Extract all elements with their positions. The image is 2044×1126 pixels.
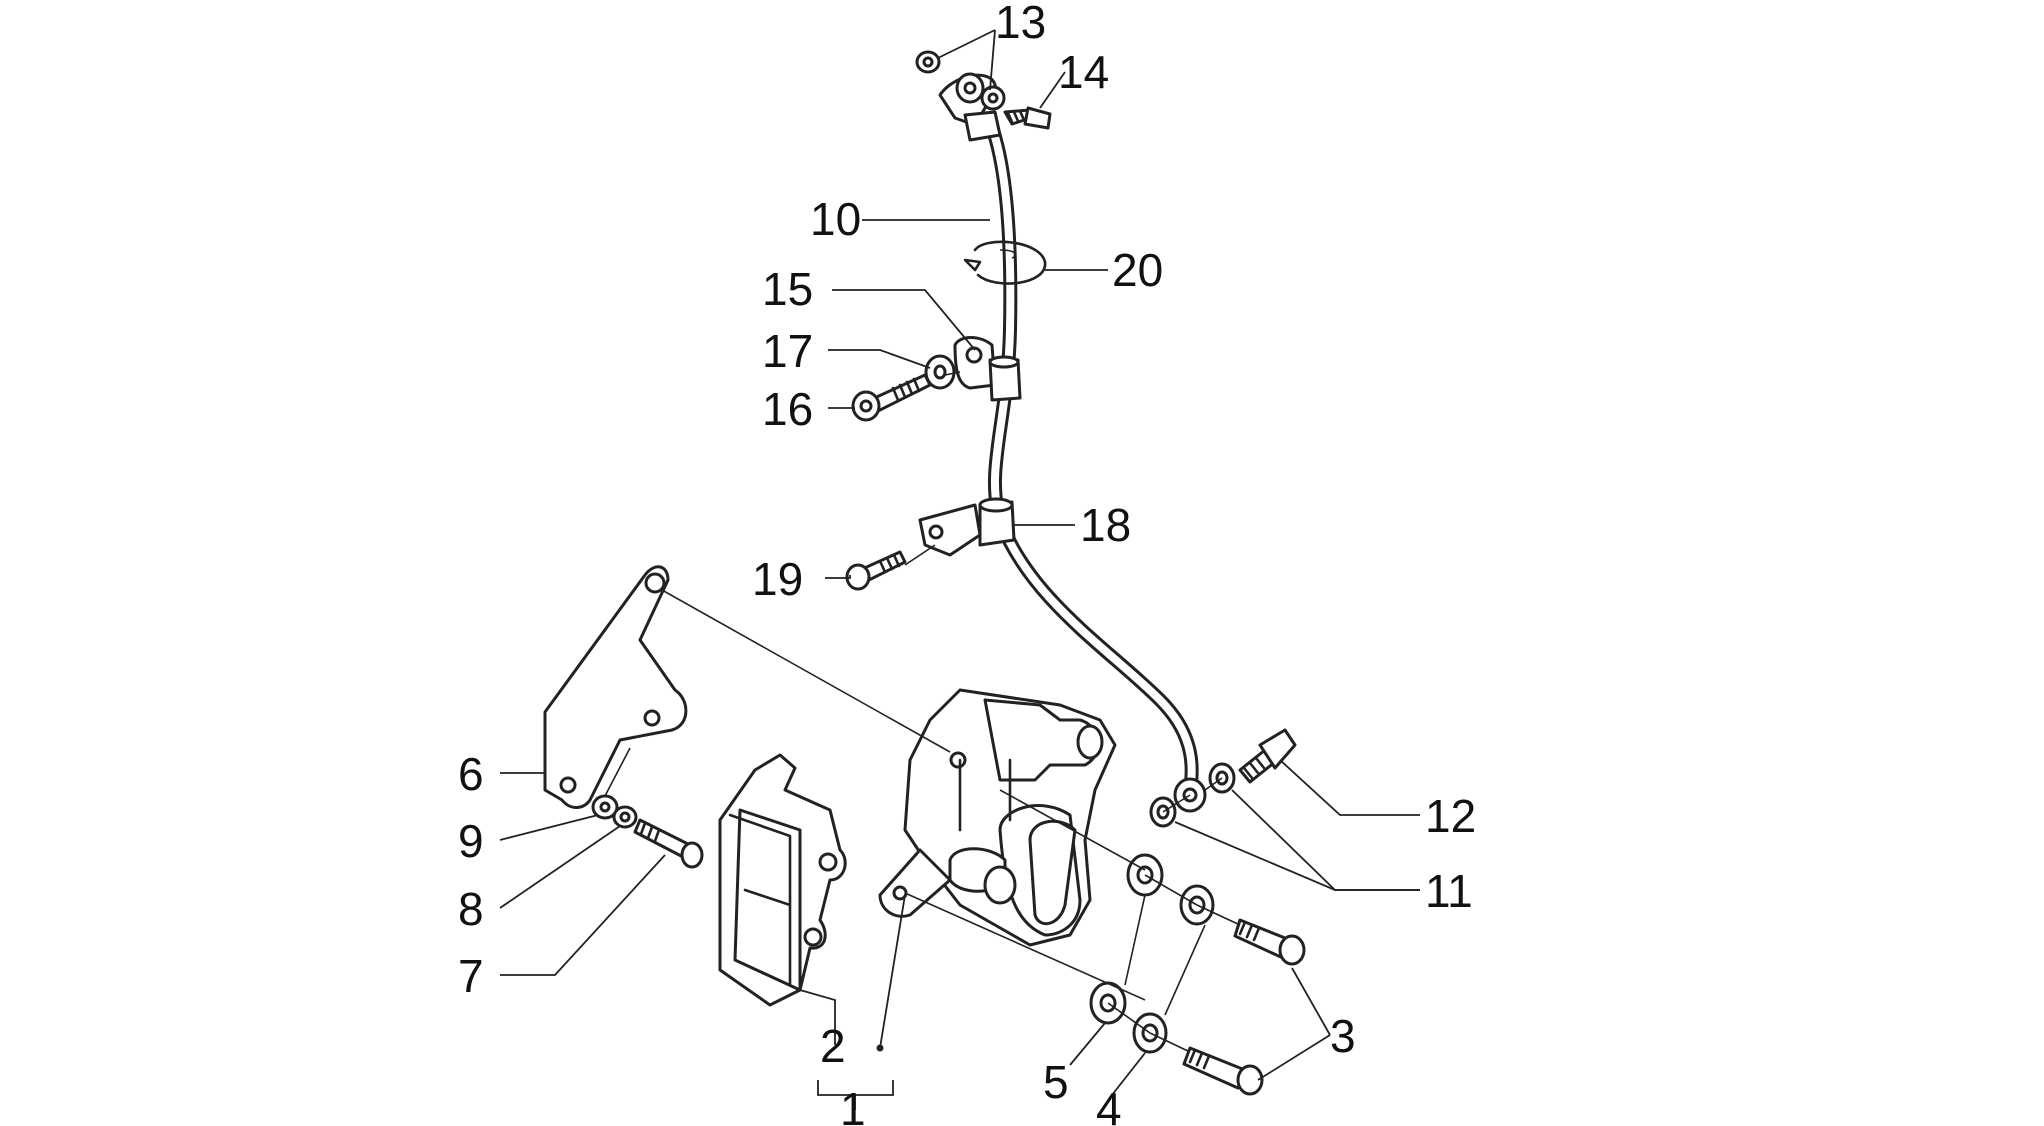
leader-lines (499, 29, 1420, 1110)
bolt-3 (1182, 918, 1306, 1096)
callout-15: 15 (762, 263, 813, 315)
callout-6: 6 (458, 748, 484, 800)
hose-bracket-15 (953, 336, 1022, 402)
callout-labels: 13 14 10 20 15 17 16 18 19 6 9 8 7 2 1 5… (458, 0, 1476, 1126)
callout-14: 14 (1058, 46, 1109, 98)
bolt-16 (851, 373, 932, 422)
callout-20: 20 (1112, 244, 1163, 296)
callout-9: 9 (458, 815, 484, 867)
washer-8 (612, 805, 638, 829)
caliper-bracket-6 (543, 565, 688, 809)
washer-13 (915, 50, 1006, 111)
washer-5 (1089, 853, 1164, 1025)
callout-17: 17 (762, 325, 813, 377)
callout-5: 5 (1043, 1056, 1069, 1108)
callout-1: 1 (840, 1083, 866, 1126)
washer-4 (1132, 884, 1215, 1054)
callout-2: 2 (820, 1020, 846, 1072)
callout-18: 18 (1080, 499, 1131, 551)
washer-17 (924, 354, 956, 390)
brake-caliper (878, 688, 1117, 947)
callout-13: 13 (995, 0, 1046, 48)
callout-3: 3 (1330, 1010, 1356, 1062)
hose-clip-20 (963, 240, 1047, 285)
banjo-bolt-12 (1238, 728, 1297, 784)
callout-19: 19 (752, 553, 803, 605)
callout-16: 16 (762, 383, 813, 435)
bolt-7 (633, 818, 704, 869)
banjo-bolt-14 (1003, 106, 1052, 130)
brake-pads-2 (718, 753, 847, 1007)
callout-7: 7 (458, 950, 484, 1002)
callout-10: 10 (810, 193, 861, 245)
callout-11: 11 (1425, 865, 1473, 917)
callout-4: 4 (1096, 1083, 1122, 1126)
callout-8: 8 (458, 883, 484, 935)
callout-12: 12 (1425, 790, 1476, 842)
bolt-19 (845, 550, 907, 591)
hose-bracket-18 (918, 497, 1016, 557)
